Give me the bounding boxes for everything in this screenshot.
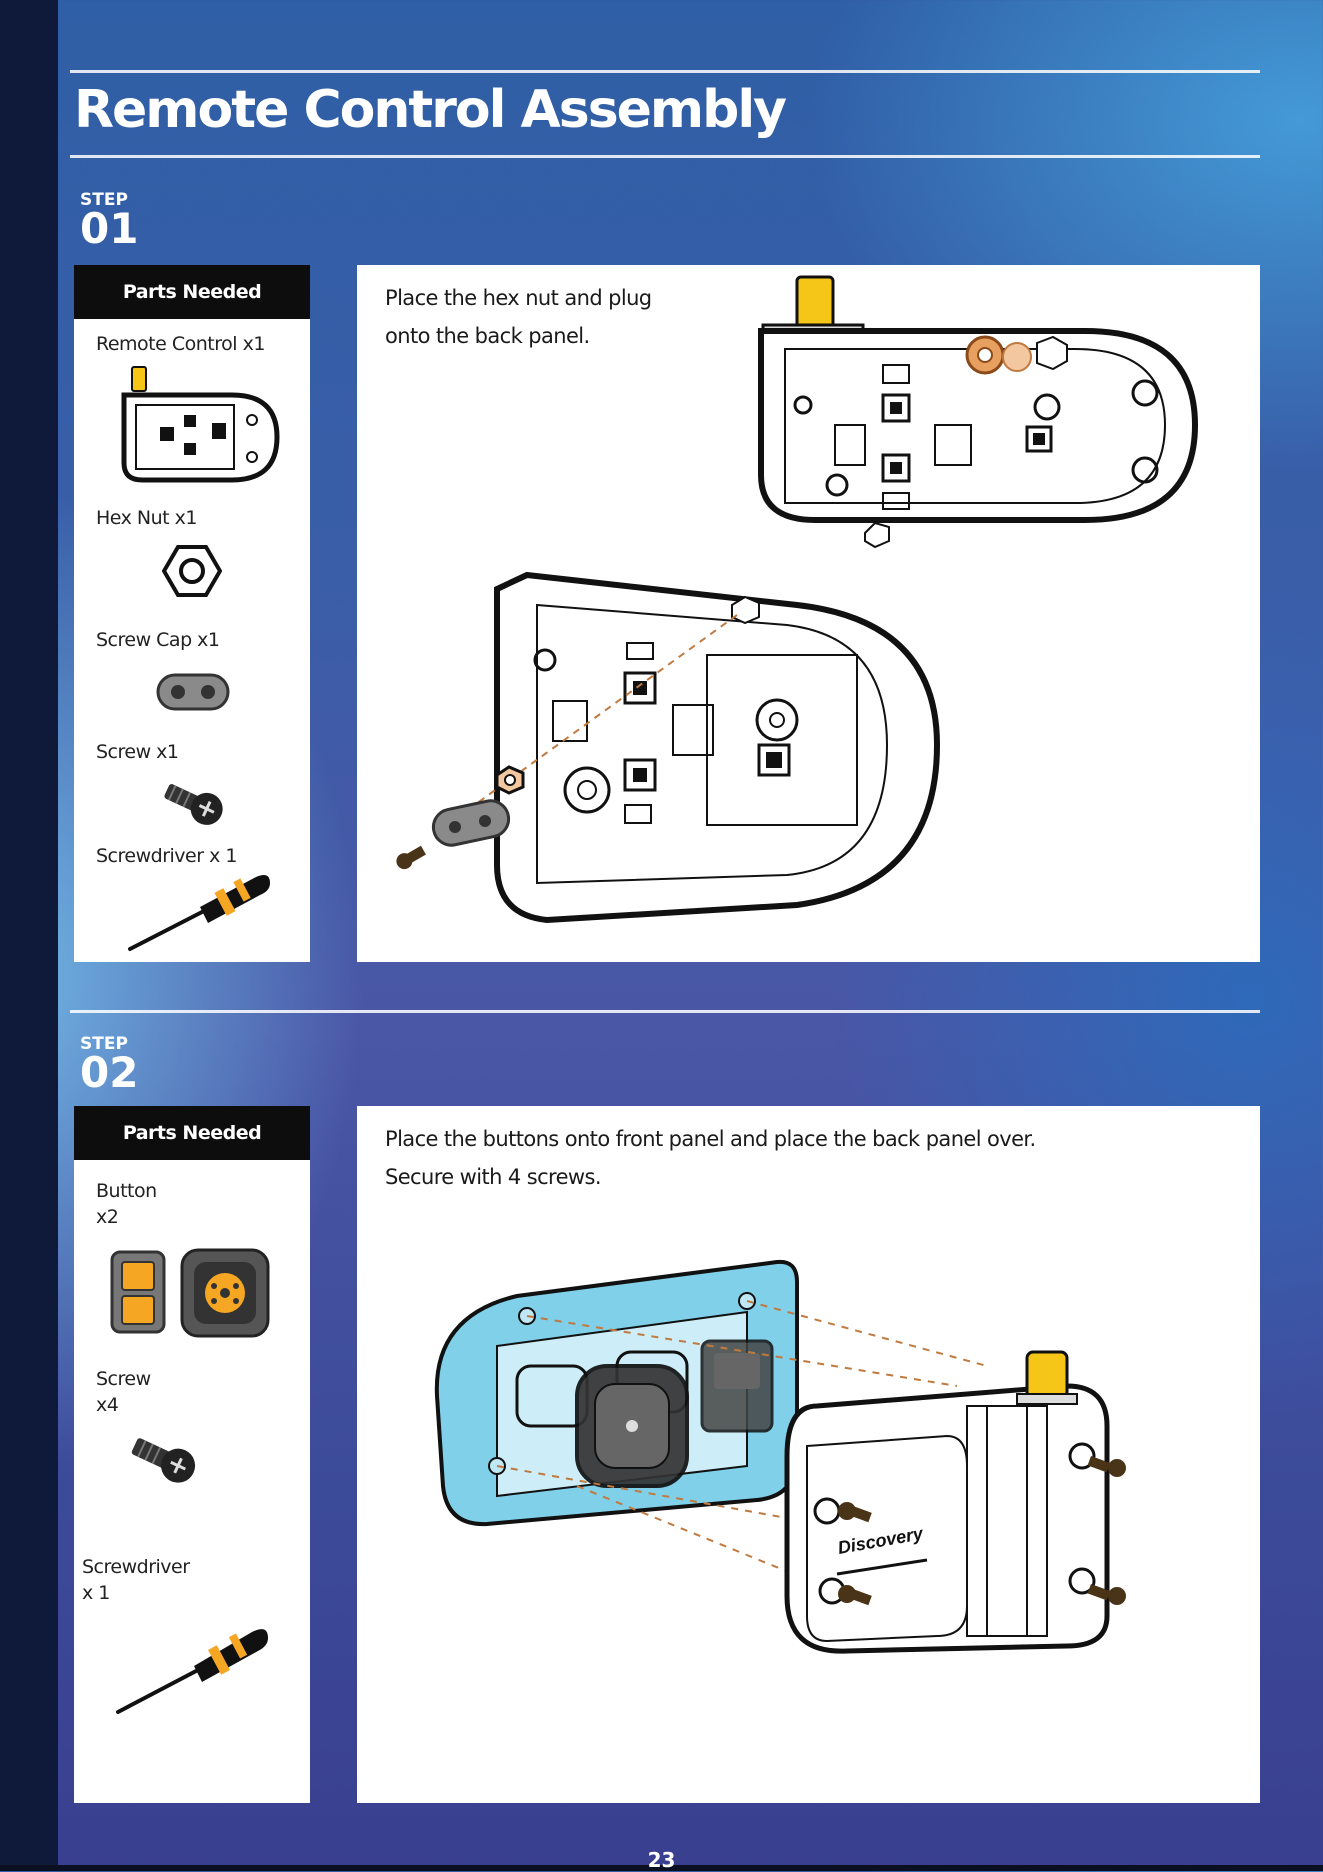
back-panel-detail-illustration: [758, 275, 1199, 549]
screw-cap-icon: [156, 673, 230, 711]
step-02-part-screw-label: Screw x4: [96, 1366, 151, 1418]
hex-nut-icon: [162, 545, 222, 597]
step-02-parts-header: Parts Needed: [74, 1106, 310, 1160]
step-02-part-screwdriver-qty: x 1: [82, 1582, 110, 1604]
step-01-part-screw-cap-label: Screw Cap x1: [96, 629, 220, 651]
step-02-part-button-qty: x2: [96, 1206, 119, 1228]
step-01-word: STEP: [80, 190, 128, 210]
step-01-instructions: Place the hex nut and plug onto the back…: [385, 279, 652, 355]
step-01-part-screw-label: Screw x1: [96, 741, 179, 763]
step-02-instruction-line-2: Secure with 4 screws.: [385, 1165, 602, 1189]
screw-icon: [131, 1438, 196, 1483]
step-02-part-button-label: Button x2: [96, 1178, 157, 1230]
step-02-instruction-line-1: Place the buttons onto front panel and p…: [385, 1127, 1036, 1151]
step-02-parts-panel: Parts Needed Button x2 Screw x4 Screwdri…: [74, 1106, 310, 1803]
title-bottom-rule: [70, 155, 1260, 158]
back-panel-assembly-illustration: [396, 571, 941, 924]
bottom-edge-bar: [0, 1865, 1323, 1871]
step-01-parts-panel: Parts Needed Remote Control x1 Hex Nut x…: [74, 265, 310, 962]
screwdriver-icon: [128, 875, 270, 951]
step-01-part-hex-nut-label: Hex Nut x1: [96, 507, 198, 529]
screwdriver-icon: [116, 1629, 268, 1714]
step-01-label: STEP 01: [80, 190, 139, 253]
screw-icon: [164, 784, 223, 825]
step-01-parts-header: Parts Needed: [74, 265, 310, 319]
step-02-part-button-name: Button: [96, 1180, 157, 1202]
step-01-part-screwdriver-label: Screwdriver x 1: [96, 845, 237, 867]
step-01-part-remote-control-label: Remote Control x1: [96, 333, 265, 355]
step-02-word: STEP: [80, 1034, 128, 1054]
step-02-part-screwdriver-name: Screwdriver: [82, 1556, 190, 1578]
step-02-label: STEP 02: [80, 1034, 139, 1097]
page-title: Remote Control Assembly: [74, 80, 787, 140]
title-top-rule: [70, 70, 1260, 73]
page-number: 23: [647, 1848, 676, 1872]
step-01-illustration-panel: Place the hex nut and plug onto the back…: [357, 265, 1260, 962]
step-01-number: 01: [80, 204, 139, 253]
step-02-number: 02: [80, 1048, 139, 1097]
step-divider-rule: [70, 1010, 1260, 1013]
step-02-instructions: Place the buttons onto front panel and p…: [385, 1120, 1036, 1196]
step-01-instruction-line-2: onto the back panel.: [385, 324, 590, 348]
left-edge-bar: [0, 0, 58, 1871]
front-back-panel-assembly-illustration: Discovery: [434, 1259, 1126, 1654]
step-02-illustration-panel: Place the buttons onto front panel and p…: [357, 1106, 1260, 1803]
step-02-part-screwdriver-label: Screwdriver x 1: [82, 1554, 190, 1606]
button-icon: [110, 1248, 270, 1338]
remote-control-back-panel-icon: [121, 366, 280, 483]
step-02-part-screw-name: Screw: [96, 1368, 151, 1390]
step-02-part-screw-qty: x4: [96, 1394, 119, 1416]
step-01-instruction-line-1: Place the hex nut and plug: [385, 286, 652, 310]
